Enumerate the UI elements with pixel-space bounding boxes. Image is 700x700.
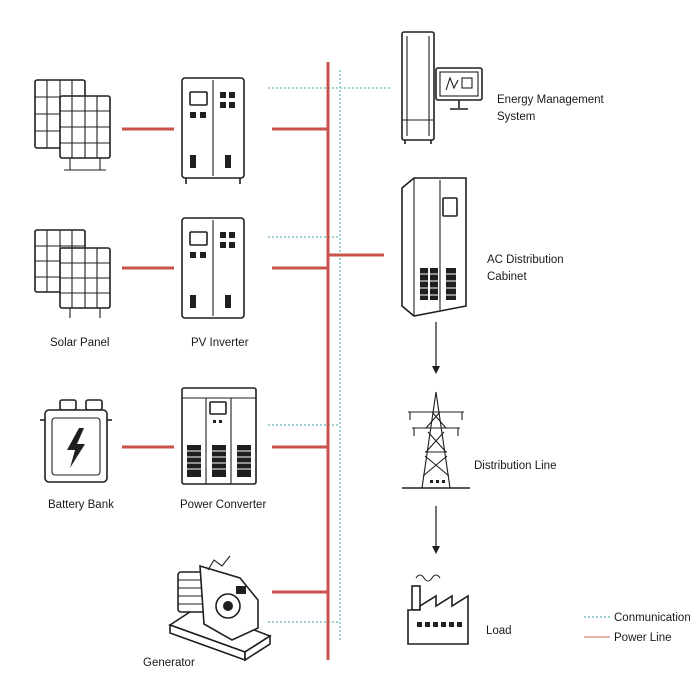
inverter-cabinet-icon [181, 77, 245, 184]
generator-icon [168, 555, 272, 662]
ac-cabinet-label-line1: AC Distribution [487, 254, 564, 266]
arrow-down-icon [432, 506, 440, 554]
power-converter-label: Power Converter [180, 499, 266, 511]
transmission-tower-icon [402, 391, 470, 489]
load-label: Load [486, 625, 512, 637]
ems-label-line2: System [497, 111, 535, 123]
factory-icon [407, 574, 469, 645]
distribution-line-label: Distribution Line [474, 460, 556, 472]
battery-icon [40, 399, 112, 483]
arrow-down-icon [432, 322, 440, 374]
solar-panel-icon [34, 229, 111, 318]
server-rack-icon [401, 31, 435, 144]
ems-label-line1: Energy Management [497, 94, 605, 106]
monitor-icon [435, 67, 483, 110]
generator-label: Generator [143, 657, 195, 669]
pv-inverter-label: PV Inverter [191, 337, 249, 349]
legend-power-line-label: Power Line [614, 632, 672, 644]
power-converter-icon [181, 387, 257, 485]
battery-bank-label: Battery Bank [48, 499, 114, 511]
distribution-cabinet-icon [401, 177, 467, 317]
legend: Conmunication Power Line [584, 612, 691, 644]
legend-communication-label: Conmunication [614, 612, 691, 624]
inverter-cabinet-icon [181, 217, 245, 319]
solar-panel-label: Solar Panel [50, 337, 109, 349]
power-lines [122, 62, 384, 660]
ac-cabinet-label-line2: Cabinet [487, 271, 527, 283]
solar-panel-icon [34, 79, 111, 171]
